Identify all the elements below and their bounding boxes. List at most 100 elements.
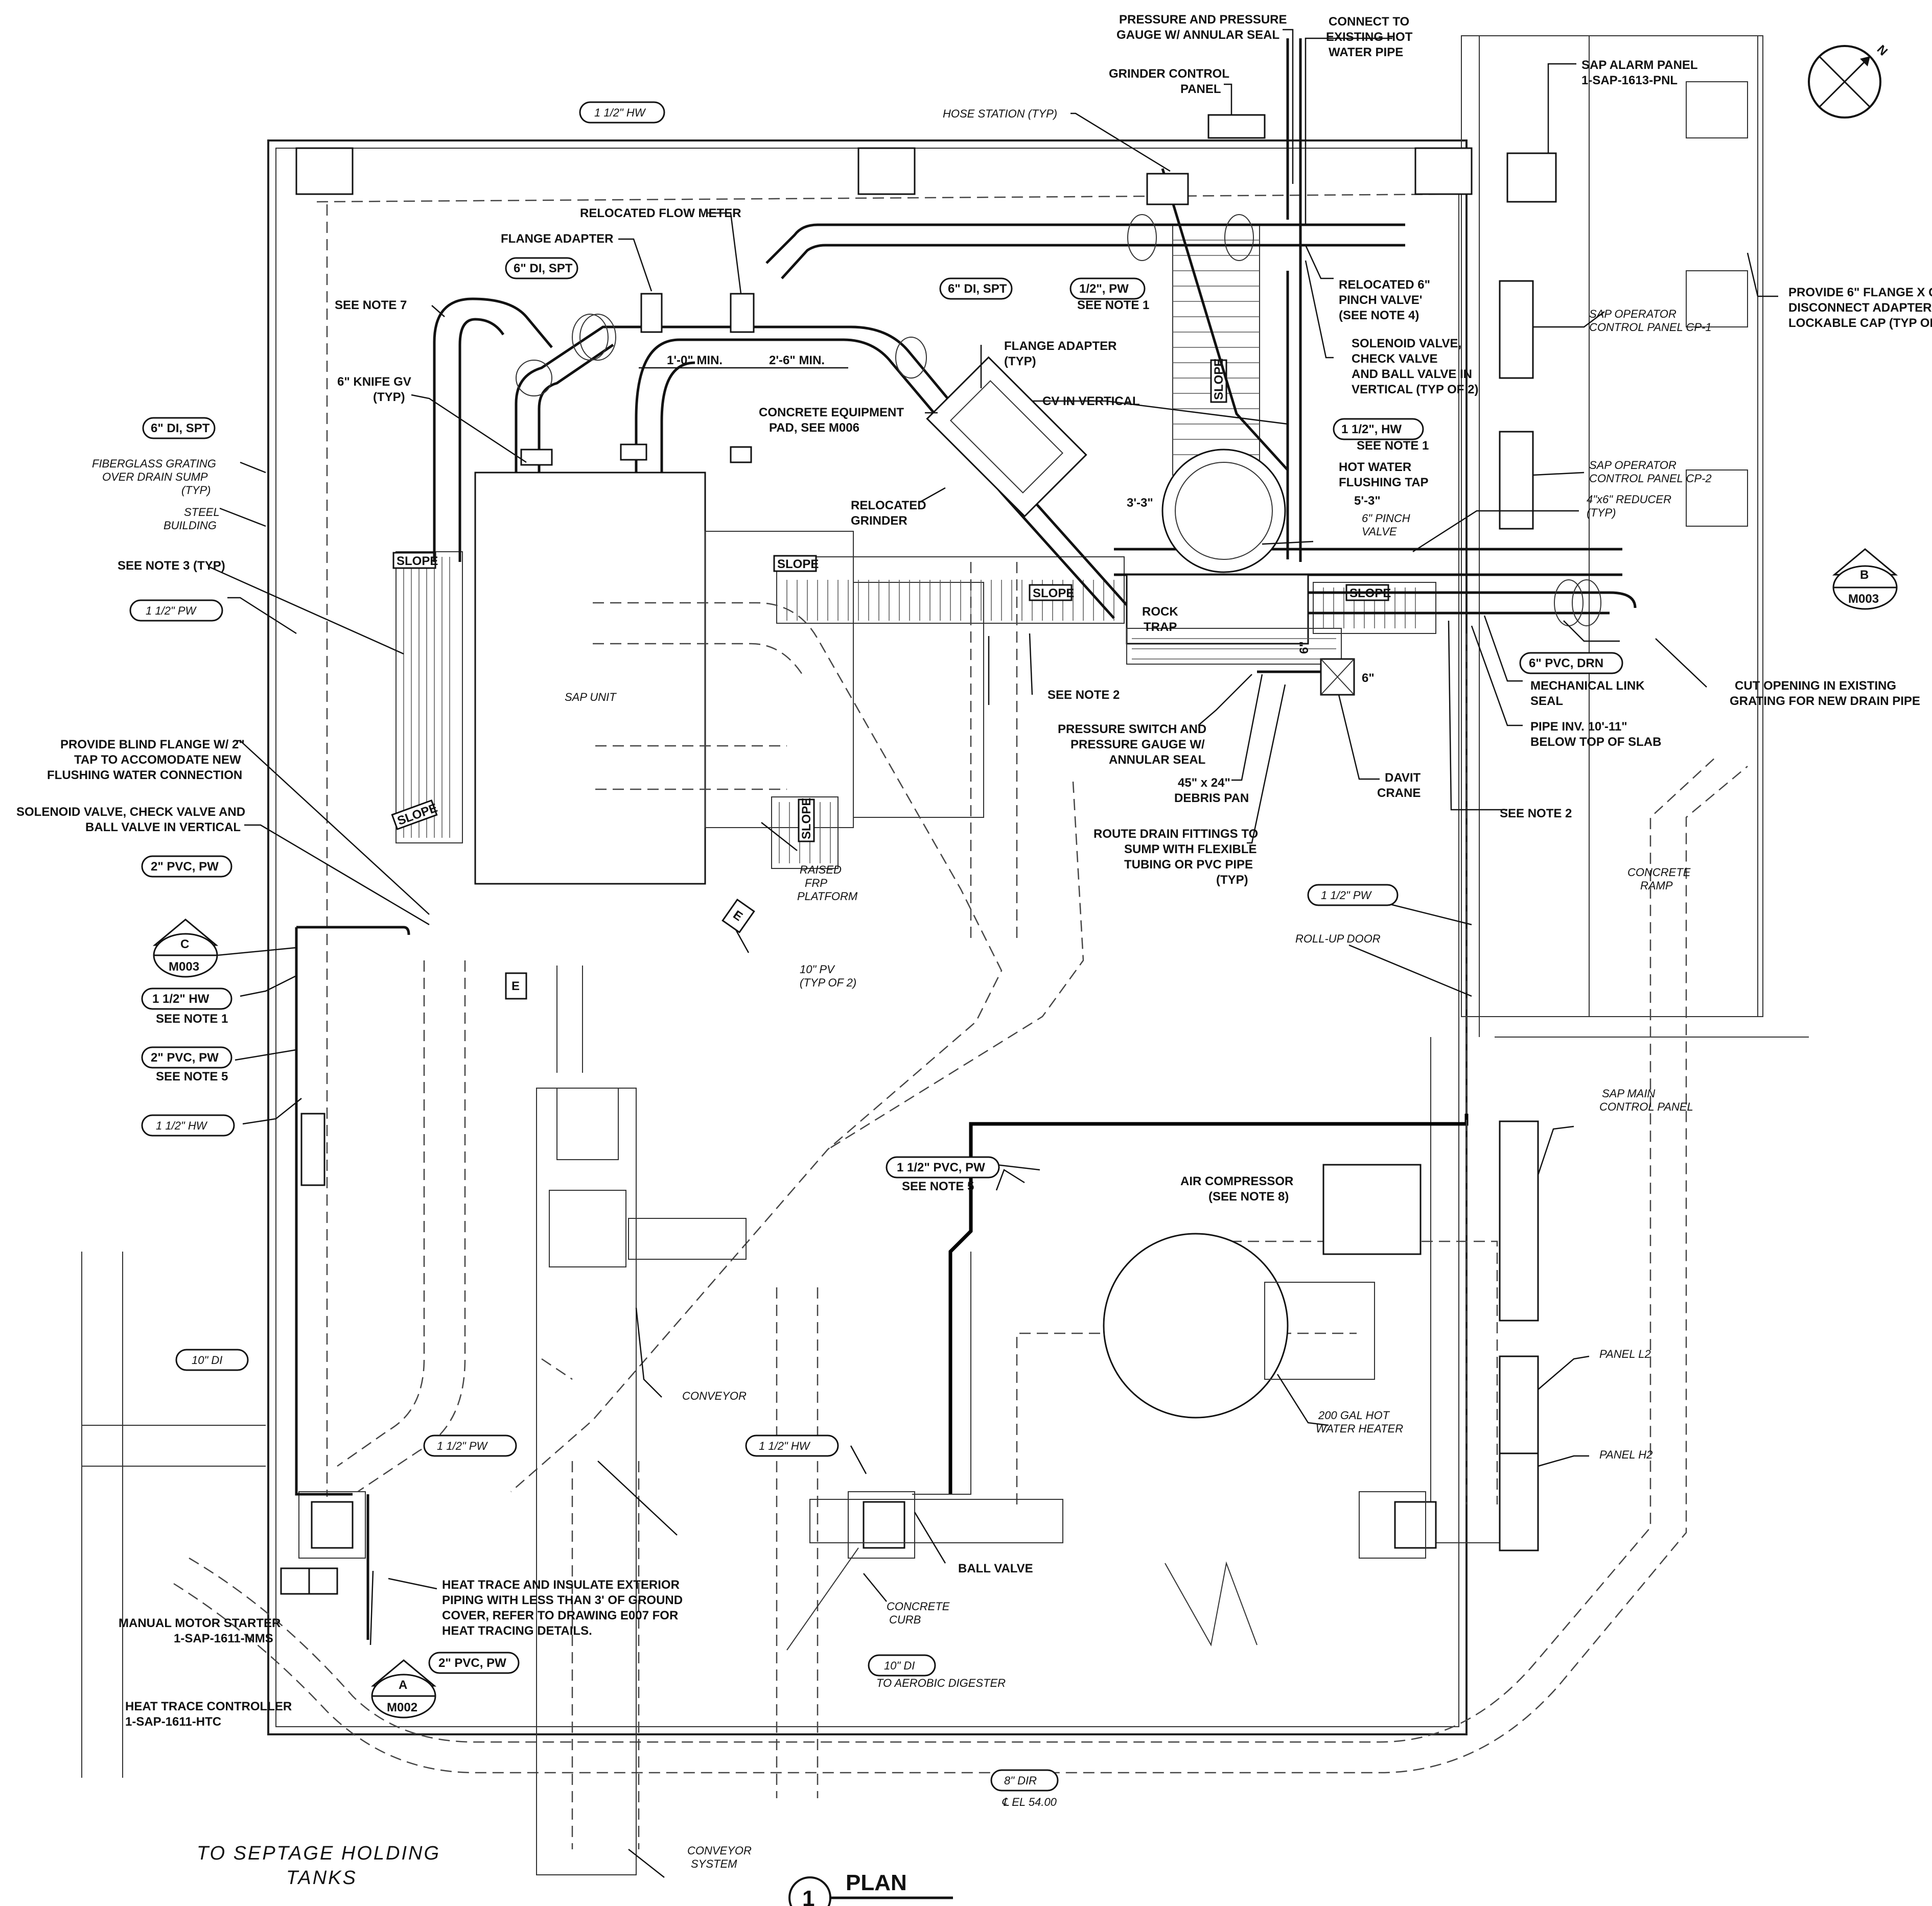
- tag-15hw-bottom: 1 1/2" HW: [759, 1440, 811, 1452]
- tag-15pw-left: 1 1/2" PW: [146, 604, 197, 617]
- pipe-flanges: [516, 214, 1601, 626]
- tag-15hw-d: 1 1/2" HW: [156, 1119, 208, 1132]
- building-columns: [295, 147, 1473, 1559]
- callout-air-compressor: AIR COMPRESSOR(SEE NOTE 8): [1180, 1174, 1293, 1204]
- callout-hose-station: HOSE STATION (TYP): [943, 107, 1057, 120]
- callout-conveyor: CONVEYOR: [682, 1390, 747, 1402]
- section-c-sheet: M003: [169, 960, 199, 974]
- slope-label-2: SLOPE: [777, 557, 819, 571]
- callout-ball-valve: BALL VALVE: [958, 1562, 1033, 1575]
- sap-unit-label: SAP UNIT: [565, 691, 617, 703]
- callout-debris-pan: 45" x 24"DEBRIS PAN: [1174, 776, 1249, 805]
- callout-dim-5-3: 5'-3": [1354, 494, 1381, 508]
- callout-blind-flange: PROVIDE BLIND FLANGE W/ 2"TAP TO ACCOMOD…: [47, 738, 245, 782]
- tag-half-pw: 1/2", PW: [1079, 282, 1129, 296]
- pipe-tags: 1 1/2" HW 6" DI, SPT 6" DI, SPT 6" DI, S…: [129, 101, 1623, 1792]
- title-text: PLAN: [846, 1870, 907, 1895]
- callout-see-note-7: SEE NOTE 7: [335, 298, 407, 312]
- existing-dashed-piping: [173, 562, 1748, 1849]
- callout-relocated-pinch: RELOCATED 6"PINCH VALVE'(SEE NOTE 4): [1339, 278, 1430, 322]
- equipment-markers: E E: [505, 898, 755, 1000]
- slope-markers: SLOPE SLOPE SLOPE SLOPE SLOPE SLOPE SLOP…: [391, 359, 1391, 842]
- section-a-sheet: M002: [387, 1701, 417, 1714]
- dim-6-a: 6": [1297, 641, 1311, 654]
- tag-10di: 10" DI: [192, 1354, 222, 1367]
- callout-see-note-1: SEE NOTE 1: [1077, 298, 1149, 312]
- davit-crane: [1257, 658, 1355, 696]
- callout-panel-l2: PANEL L2: [1599, 1348, 1651, 1360]
- tag-6di-spt-b: 6" DI, SPT: [948, 282, 1007, 296]
- tag-6di-spt-a: 6" DI, SPT: [514, 262, 573, 275]
- section-c-letter: C: [180, 937, 189, 951]
- callout-relocated-flow-meter: RELOCATED FLOW METER: [580, 206, 741, 220]
- building-walls: [267, 35, 1809, 1735]
- slope-label-3: SLOPE: [1033, 586, 1074, 600]
- marker-e1: E: [511, 979, 520, 993]
- tag-15pw-right: 1 1/2" PW: [1321, 889, 1372, 902]
- callout-el-54: ℄ EL 54.00: [1002, 1796, 1057, 1808]
- callout-see-note-1c: SEE NOTE 1: [156, 1012, 228, 1026]
- sap-unit: SAP UNIT: [474, 472, 984, 885]
- callout-see-note-3: SEE NOTE 3 (TYP): [118, 559, 225, 573]
- section-a-letter: A: [399, 1678, 407, 1692]
- tag-8dir: 8" DIR: [1004, 1774, 1037, 1787]
- conveyor: [81, 966, 747, 1875]
- leaders: [209, 29, 1778, 1878]
- tag-6pvc-drn: 6" PVC, DRN: [1529, 656, 1603, 670]
- callout-see-note-2b: SEE NOTE 2: [1500, 807, 1572, 820]
- air-compressor: [1322, 1164, 1422, 1255]
- north-arrow-icon: N: [1808, 42, 1890, 119]
- callout-pv-10: 10" PV(TYP OF 2): [800, 963, 856, 989]
- water-piping: [295, 38, 1498, 1640]
- slope-label-5: SLOPE: [1212, 359, 1226, 400]
- callout-see-note-1b: SEE NOTE 1: [1357, 439, 1429, 453]
- callout-reducer: 4"x6" REDUCER(TYP): [1587, 493, 1671, 519]
- callout-flange-adapter-2: FLANGE ADAPTER(TYP): [1004, 339, 1116, 368]
- callout-dim-1-0: 1'-0" MIN.: [667, 354, 723, 367]
- tag-15pw-bottom: 1 1/2" PW: [437, 1440, 488, 1452]
- callout-dim-3-3: 3'-3": [1127, 496, 1153, 510]
- callout-cv-vertical: CV IN VERTICAL: [1042, 394, 1140, 408]
- north-label: N: [1874, 42, 1890, 58]
- concrete-curb: [786, 1499, 1258, 1651]
- tag-6di-spt-c: 6" DI, SPT: [151, 421, 210, 435]
- title-number: 1: [802, 1886, 814, 1906]
- tag-2pvc-pw-a: 2" PVC, PW: [151, 860, 219, 874]
- tag-15hw-b: 1 1/2", HW: [1341, 422, 1402, 436]
- callout-aerobic-digester: TO AEROBIC DIGESTER: [876, 1677, 1006, 1689]
- section-marker-a: A M002: [370, 1659, 437, 1719]
- hot-water-heater: [1103, 1233, 1375, 1419]
- tag-2pvc-pw-b: 2" PVC, PW: [151, 1051, 219, 1065]
- callout-see-note-5a: SEE NOTE 5: [156, 1070, 228, 1084]
- slope-label-1: SLOPE: [397, 554, 438, 568]
- callout-provide-flange-qd: PROVIDE 6" FLANGE X QUIDISCONNECT ADAPTE…: [1788, 286, 1932, 330]
